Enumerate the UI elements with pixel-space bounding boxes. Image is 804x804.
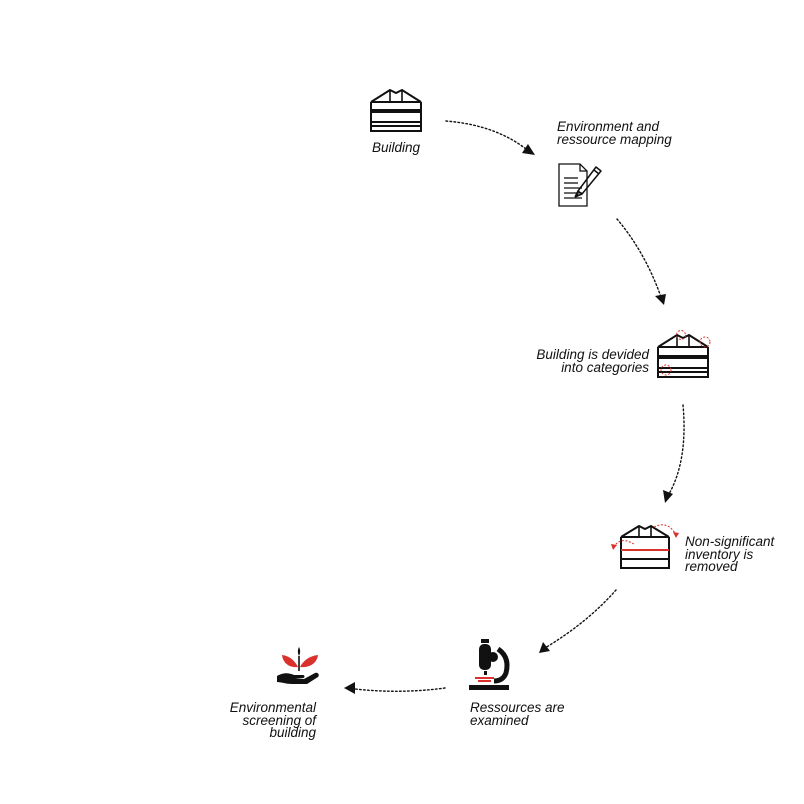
label-line: building [269, 725, 316, 740]
connector-removed-to-examined [544, 589, 617, 649]
building-icon [368, 86, 424, 133]
label-line: inventory is [685, 546, 754, 562]
arrowhead-4 [539, 642, 550, 653]
microscope-icon [466, 635, 514, 693]
step-label-examined: Ressources are examined [470, 700, 565, 728]
label-line: removed [685, 559, 738, 574]
step-label-building: Building [346, 140, 446, 155]
label-line: Non-significant [685, 534, 775, 549]
step-label-removed: Non-significant inventory is removed [685, 534, 775, 574]
connector-examined-to-screening [354, 687, 446, 692]
label-line: Building [371, 140, 421, 155]
label-line: into categories [561, 359, 649, 375]
label-line: screening of [242, 712, 316, 728]
step-label-mapping: Environment and ressource mapping [557, 119, 672, 147]
label-line: ressource mapping [557, 131, 672, 147]
hand-plant-icon [275, 646, 323, 686]
connector-categories-to-removed [668, 404, 685, 495]
label-line: Environment and [557, 119, 660, 134]
connector-building-to-mapping [445, 120, 527, 150]
arrowhead-5 [344, 682, 355, 694]
building-categories-icon [655, 330, 713, 380]
connector-mapping-to-categories [616, 218, 662, 298]
label-line: Building is devided [536, 347, 649, 362]
building-removal-icon [610, 519, 682, 571]
document-pen-icon [556, 161, 608, 209]
step-label-categories: Building is devided into categories [486, 347, 649, 375]
arrowhead-3 [663, 490, 673, 503]
label-line: Ressources are [470, 700, 565, 715]
label-line: examined [470, 712, 529, 728]
arrowhead-1 [522, 144, 535, 155]
arrowhead-2 [655, 294, 666, 305]
step-label-screening: Environmental screening of building [196, 700, 316, 740]
label-line: Environmental [229, 700, 316, 715]
